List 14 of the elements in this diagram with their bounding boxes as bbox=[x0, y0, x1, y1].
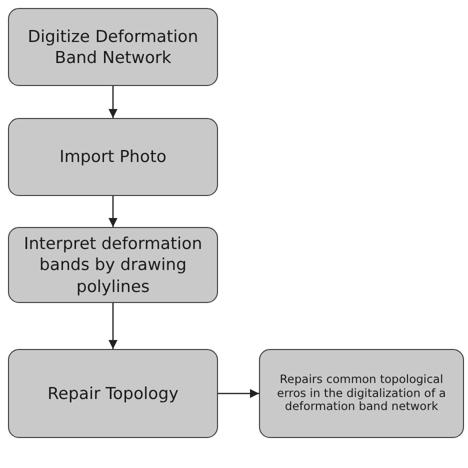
box-label: Repairs common topological erros in the digitalization of a deformation band network bbox=[276, 372, 447, 414]
box-label: Repair Topology bbox=[48, 382, 178, 404]
arrow bbox=[108, 86, 118, 118]
arrow bbox=[218, 388, 259, 398]
box-label: Interpret deformation bands by drawing polylines bbox=[22, 232, 204, 298]
process-box bbox=[8, 349, 218, 438]
process-box bbox=[8, 227, 218, 303]
process-box bbox=[8, 8, 218, 86]
box-label: Import Photo bbox=[59, 146, 167, 168]
box-label: Digitize Deformation Band Network bbox=[26, 26, 200, 68]
arrow bbox=[108, 303, 118, 349]
arrow bbox=[108, 196, 118, 227]
process-box bbox=[8, 118, 218, 196]
process-box bbox=[259, 349, 464, 438]
